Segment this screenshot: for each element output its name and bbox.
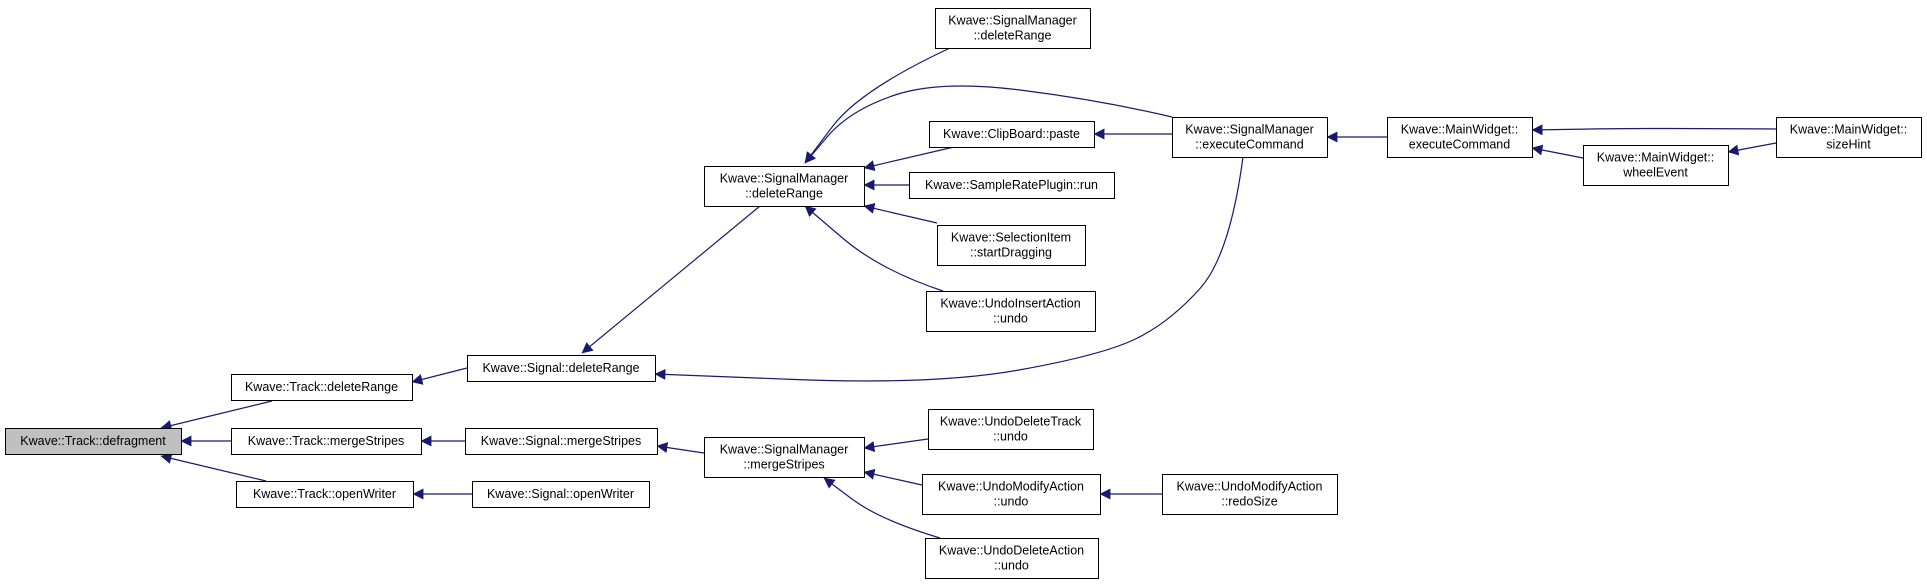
node-box	[935, 8, 1091, 49]
function-node[interactable]: Kwave::SelectionItem::startDragging	[937, 225, 1086, 266]
node-box	[1172, 117, 1328, 158]
node-label-line: ::undo	[994, 559, 1029, 573]
call-edge-n3-n0	[160, 453, 267, 482]
node-label-line: Kwave::SelectionItem	[951, 231, 1071, 245]
node-box	[467, 355, 656, 382]
node-box	[465, 428, 658, 455]
node-label-line: ::startDragging	[970, 246, 1052, 260]
function-node[interactable]: Kwave::SignalManager::executeCommand	[1172, 117, 1328, 158]
node-box	[922, 474, 1101, 515]
node-label-line: Kwave::MainWidget::	[1597, 151, 1714, 165]
call-edge-n8-n5	[656, 442, 705, 454]
node-box	[231, 428, 422, 455]
call-edge-n21-n19	[1531, 124, 1777, 136]
node-label-line: Kwave::SignalManager	[720, 172, 849, 186]
function-node-selected: Kwave::Track::defragment	[5, 428, 182, 455]
function-node[interactable]: Kwave::Signal::mergeStripes	[465, 428, 658, 455]
edge-layer	[160, 47, 1777, 539]
node-box	[236, 481, 414, 508]
function-node[interactable]: Kwave::Track::openWriter	[236, 481, 414, 508]
node-box	[926, 291, 1096, 332]
node-box	[937, 225, 1086, 266]
call-edge-n15-n8	[863, 468, 923, 486]
node-label-line: Kwave::MainWidget::	[1401, 123, 1518, 137]
call-edge-n14-n8	[863, 438, 929, 452]
function-node[interactable]: Kwave::UndoModifyAction::undo	[922, 474, 1101, 515]
node-label-line: Kwave::SignalManager	[948, 14, 1077, 28]
call-edge-n9-n7	[804, 47, 951, 164]
node-label-line: Kwave::SignalManager	[720, 443, 849, 457]
call-edge-n21-n20	[1727, 142, 1777, 156]
node-label-line: Kwave::SampleRatePlugin::run	[925, 178, 1098, 192]
call-edge-n13-n7	[804, 205, 944, 292]
node-layer: Kwave::Track::defragment Kwave::Track::de…	[5, 8, 1922, 579]
function-node[interactable]: Kwave::MainWidget::sizeHint	[1776, 117, 1922, 158]
call-edge-n1-n0	[160, 400, 273, 431]
node-label-line: Kwave::Track::deleteRange	[245, 380, 398, 394]
function-node[interactable]: Kwave::UndoModifyAction::redoSize	[1162, 474, 1338, 515]
node-label-line: Kwave::Track::mergeStripes	[248, 434, 405, 448]
function-node[interactable]: Kwave::UndoInsertAction::undo	[926, 291, 1096, 332]
node-box	[929, 121, 1095, 148]
node-box	[925, 538, 1099, 579]
function-node[interactable]: Kwave::Track::deleteRange	[231, 374, 413, 401]
node-box	[5, 428, 182, 455]
node-label-line: ::redoSize	[1221, 495, 1277, 509]
function-node[interactable]: Kwave::MainWidget::wheelEvent	[1583, 145, 1729, 186]
node-box	[704, 166, 865, 207]
call-edge-n17-n7	[804, 85, 1173, 164]
node-box	[231, 374, 413, 401]
node-label-line: Kwave::Track::defragment	[20, 434, 166, 448]
node-label-line: Kwave::UndoModifyAction	[938, 480, 1084, 494]
function-node[interactable]: Kwave::SignalManager::deleteRange	[704, 166, 865, 207]
function-node[interactable]: Kwave::Signal::deleteRange	[467, 355, 656, 382]
function-node[interactable]: Kwave::SampleRatePlugin::run	[909, 172, 1115, 199]
node-box	[704, 437, 865, 478]
node-label-line: Kwave::Track::openWriter	[253, 487, 396, 501]
function-node[interactable]: Kwave::MainWidget::executeCommand	[1387, 117, 1533, 158]
call-edge-n17-n4	[654, 156, 1244, 382]
node-box	[472, 481, 650, 508]
call-edge-n7-n4	[581, 205, 761, 354]
node-label-line: wheelEvent	[1622, 166, 1688, 180]
node-box	[928, 409, 1094, 450]
node-label-line: Kwave::UndoInsertAction	[940, 297, 1080, 311]
call-edge-n4-n1	[411, 367, 468, 385]
node-label-line: ::undo	[993, 430, 1028, 444]
node-label-line: ::deleteRange	[974, 29, 1052, 43]
function-node[interactable]: Kwave::Signal::openWriter	[472, 481, 650, 508]
node-label-line: Kwave::SignalManager	[1185, 123, 1314, 137]
function-node[interactable]: Kwave::UndoDeleteTrack::undo	[928, 409, 1094, 450]
node-label-line: Kwave::Signal::deleteRange	[482, 361, 639, 375]
function-node[interactable]: Kwave::ClipBoard::paste	[929, 121, 1095, 148]
node-label-line: Kwave::Signal::openWriter	[487, 487, 634, 501]
node-label-line: sizeHint	[1826, 138, 1871, 152]
node-label-line: executeCommand	[1409, 138, 1510, 152]
node-label-line: Kwave::UndoDeleteAction	[939, 544, 1084, 558]
call-edge-n20-n19	[1531, 144, 1584, 159]
node-label-line: ::deleteRange	[745, 187, 823, 201]
node-label-line: Kwave::MainWidget::	[1790, 123, 1907, 137]
node-label-line: ::undo	[993, 312, 1028, 326]
node-label-line: Kwave::UndoDeleteTrack	[940, 415, 1082, 429]
function-node[interactable]: Kwave::UndoDeleteAction::undo	[925, 538, 1099, 579]
call-edge-n12-n7	[863, 203, 938, 224]
call-edge-n10-n7	[863, 146, 955, 171]
node-label-line: ::executeCommand	[1195, 138, 1303, 152]
node-label-line: ::undo	[994, 495, 1029, 509]
node-label-line: ::mergeStripes	[743, 458, 824, 472]
function-node[interactable]: Kwave::Track::mergeStripes	[231, 428, 422, 455]
node-label-line: Kwave::UndoModifyAction	[1177, 480, 1323, 494]
node-box	[1387, 117, 1533, 158]
node-label-line: Kwave::ClipBoard::paste	[943, 127, 1080, 141]
node-box	[909, 172, 1115, 199]
node-label-line: Kwave::Signal::mergeStripes	[481, 434, 642, 448]
node-box	[1162, 474, 1338, 515]
node-box	[1583, 145, 1729, 186]
function-node[interactable]: Kwave::SignalManager::mergeStripes	[704, 437, 865, 478]
node-box	[1776, 117, 1922, 158]
function-node[interactable]: Kwave::SignalManager::deleteRange	[935, 8, 1091, 49]
call-edge-n16-n8	[823, 477, 941, 539]
